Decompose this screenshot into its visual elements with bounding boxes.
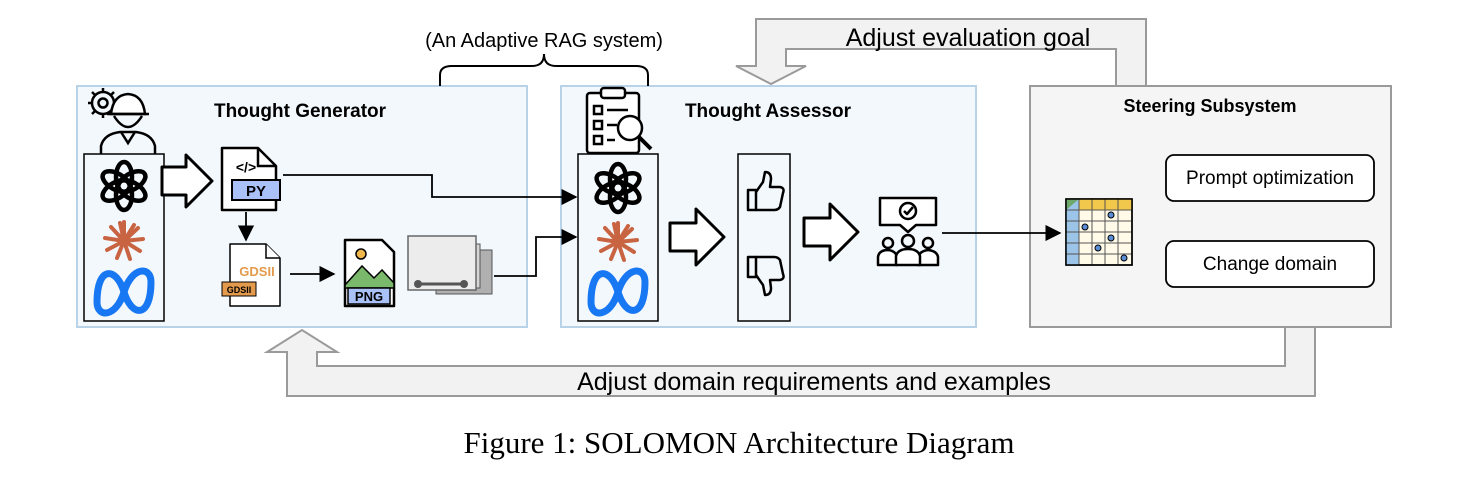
change-domain-label: Change domain: [1203, 254, 1337, 275]
layout-image-icon: [407, 235, 493, 295]
png-file-icon: PNG: [343, 238, 396, 308]
generate-arrow: [160, 153, 214, 209]
rag-brace: [439, 53, 649, 86]
adjust-domain-label: Adjust domain requirements and examples: [577, 368, 1051, 396]
steering-subsystem-title: Steering Subsystem: [1123, 96, 1296, 116]
adjust-evaluation-label: Adjust evaluation goal: [846, 24, 1091, 52]
rag-label: (An Adaptive RAG system): [425, 30, 663, 52]
checklist-icon: [585, 86, 653, 155]
adjust-domain-arrow: [263, 326, 1316, 397]
prompt-optimization-label: Prompt optimization: [1186, 168, 1354, 189]
thought-generator-title: Thought Generator: [214, 101, 387, 122]
py-to-assessor-arrow: [283, 174, 578, 206]
engineer-icon: [88, 88, 157, 154]
evaluators-icon: [876, 196, 940, 267]
thumbs-up-icon: [746, 170, 785, 212]
thumbs-down-icon: [746, 255, 785, 297]
figure-caption: Figure 1: SOLOMON Architecture Diagram: [463, 425, 1015, 460]
svg-text:PY: PY: [246, 183, 266, 200]
assess-arrow: [668, 207, 726, 267]
grid-table-icon: [1065, 198, 1133, 266]
thought-assessor-title: Thought Assessor: [685, 101, 852, 122]
prompt-optimization-button[interactable]: Prompt optimization: [1165, 154, 1375, 202]
adjust-evaluation-arrow: [735, 18, 1147, 87]
image-to-assessor-arrow: [494, 228, 578, 277]
aggregate-arrow: [802, 202, 860, 262]
change-domain-button[interactable]: Change domain: [1165, 240, 1375, 288]
svg-text:PNG: PNG: [355, 289, 383, 304]
svg-text:GDSII: GDSII: [227, 285, 252, 295]
svg-text:</>: </>: [236, 159, 256, 175]
svg-text:GDSII: GDSII: [239, 264, 274, 279]
gdsii-file-icon: GDSII GDSII: [221, 243, 281, 307]
code-file-icon: </> PY: [220, 146, 281, 212]
